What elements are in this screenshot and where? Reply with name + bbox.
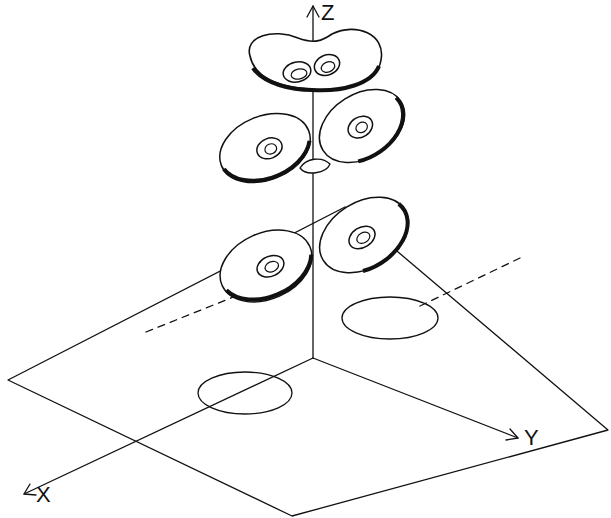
axis-label: Y xyxy=(524,427,539,449)
guide-line xyxy=(420,258,520,306)
axis-label: Z xyxy=(321,2,334,24)
projection-ellipse xyxy=(342,297,438,339)
projection-ellipse xyxy=(198,372,292,414)
lobe-junction xyxy=(300,159,330,173)
ground-plane xyxy=(8,207,608,516)
arrow-head xyxy=(506,429,518,440)
torus-lobe xyxy=(306,182,422,289)
torus-lobe xyxy=(209,101,320,196)
axis-label: X xyxy=(36,484,51,506)
kidney-lobe xyxy=(249,29,381,90)
arrow-head xyxy=(24,484,36,495)
guide-line xyxy=(146,296,236,332)
torus-lobe xyxy=(209,216,324,315)
x-axis xyxy=(24,358,313,494)
arrow-head xyxy=(307,6,319,17)
y-axis xyxy=(313,358,518,438)
